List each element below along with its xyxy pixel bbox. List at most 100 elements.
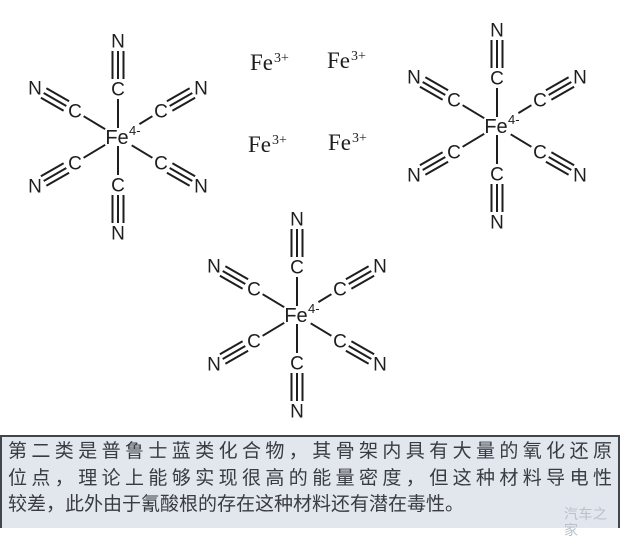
bond-line — [550, 85, 575, 101]
bond-line — [166, 87, 191, 103]
iron-label: Fe — [105, 127, 128, 149]
bond-line — [345, 349, 370, 365]
bond-line — [517, 104, 532, 114]
carbon-label: C — [111, 176, 125, 197]
iron-charge-superscript: 4- — [129, 123, 141, 138]
bond-line — [45, 171, 70, 187]
bond-line — [510, 133, 532, 148]
nitrogen-label: N — [111, 224, 125, 245]
carbon-label: C — [533, 91, 547, 112]
carbon-label: C — [290, 258, 304, 279]
nitrogen-label: N — [207, 355, 221, 376]
iron-charge-superscript: 4- — [508, 112, 520, 127]
bond-line — [310, 322, 332, 337]
cation-charge-superscript: 3+ — [272, 133, 287, 148]
carbon-label: C — [154, 102, 168, 123]
bond-line — [424, 160, 449, 176]
bond-line — [419, 85, 444, 101]
bond-line — [350, 340, 375, 356]
carbon-label: C — [447, 143, 461, 164]
carbon-label: C — [490, 165, 504, 186]
bond-line — [262, 293, 285, 309]
iron-charge-superscript: 4- — [308, 301, 320, 316]
caption-line-3: 较差，此外由于氰酸根的存在这种材料还有潜在毒性。 — [8, 494, 465, 515]
bond-line — [169, 92, 193, 107]
bond-line — [462, 132, 485, 148]
nitrogen-label: N — [573, 166, 587, 187]
nitrogen-label: N — [28, 79, 42, 100]
bond-line — [545, 160, 570, 176]
bond-line — [348, 345, 372, 360]
bond-line — [348, 270, 372, 285]
iron-label: Fe — [484, 116, 507, 138]
nitrogen-label: N — [28, 177, 42, 198]
bond-line — [548, 81, 572, 96]
nitrogen-label: N — [490, 21, 504, 42]
bond-line — [462, 104, 485, 120]
bond-line — [222, 270, 246, 285]
caption-box: 第二类是普鲁士蓝类化合物，其骨架内具有大量的氧化还原 位点，理论上能够实现很高的… — [0, 435, 620, 528]
carbon-label: C — [68, 154, 82, 175]
nitrogen-label: N — [290, 210, 304, 231]
bond-line — [40, 162, 65, 178]
nitrogen-label: N — [194, 79, 208, 100]
cation-charge-superscript: 3+ — [352, 131, 367, 146]
bond-line — [219, 274, 244, 290]
bond-line — [224, 349, 249, 365]
cation-charge-superscript: 3+ — [274, 51, 289, 66]
nitrogen-label: N — [407, 68, 421, 89]
bond-line — [43, 92, 67, 107]
bond-line — [138, 115, 153, 125]
cation-charge-superscript: 3+ — [351, 49, 366, 64]
autohome-watermark: 汽车之家 — [564, 506, 608, 538]
carbon-label: C — [333, 280, 347, 301]
bond-line — [317, 293, 332, 303]
bond-line — [219, 340, 244, 356]
bond-line — [262, 321, 285, 337]
carbon-label: C — [447, 91, 461, 112]
cation-symbol: Fe — [328, 130, 351, 155]
carbon-label: C — [490, 69, 504, 90]
nitrogen-label: N — [290, 402, 304, 423]
bond-line — [345, 265, 370, 281]
bond-line — [545, 76, 570, 92]
nitrogen-label: N — [373, 257, 387, 278]
carbon-label: C — [111, 80, 125, 101]
nitrogen-label: N — [111, 32, 125, 53]
bond-line — [83, 115, 106, 131]
bond-line — [550, 151, 575, 167]
bond-line — [43, 167, 67, 182]
carbon-label: C — [333, 332, 347, 353]
bond-line — [422, 81, 446, 96]
nitrogen-label: N — [194, 177, 208, 198]
cation-symbol: Fe — [327, 48, 350, 73]
cation-symbol: Fe — [250, 50, 273, 75]
carbon-label: C — [68, 102, 82, 123]
iron-label: Fe — [284, 305, 307, 327]
caption-line-1: 第二类是普鲁士蓝类化合物，其骨架内具有大量的氧化还原 — [8, 441, 612, 462]
bond-line — [548, 156, 572, 171]
nitrogen-label: N — [573, 68, 587, 89]
bond-line — [424, 76, 449, 92]
carbon-label: C — [247, 280, 261, 301]
caption-line-2: 位点，理论上能够实现很高的能量密度，但这种材料导电性 — [8, 467, 612, 489]
bond-line — [166, 171, 191, 187]
carbon-label: C — [290, 354, 304, 375]
nitrogen-label: N — [373, 355, 387, 376]
bond-line — [83, 143, 106, 159]
bond-line — [171, 162, 196, 178]
bond-line — [45, 87, 70, 103]
bond-line — [40, 96, 65, 112]
bond-line — [169, 167, 193, 182]
bond-line — [419, 151, 444, 167]
bond-line — [171, 96, 196, 112]
nitrogen-label: N — [407, 166, 421, 187]
bond-line — [222, 345, 246, 360]
bond-line — [131, 144, 153, 159]
